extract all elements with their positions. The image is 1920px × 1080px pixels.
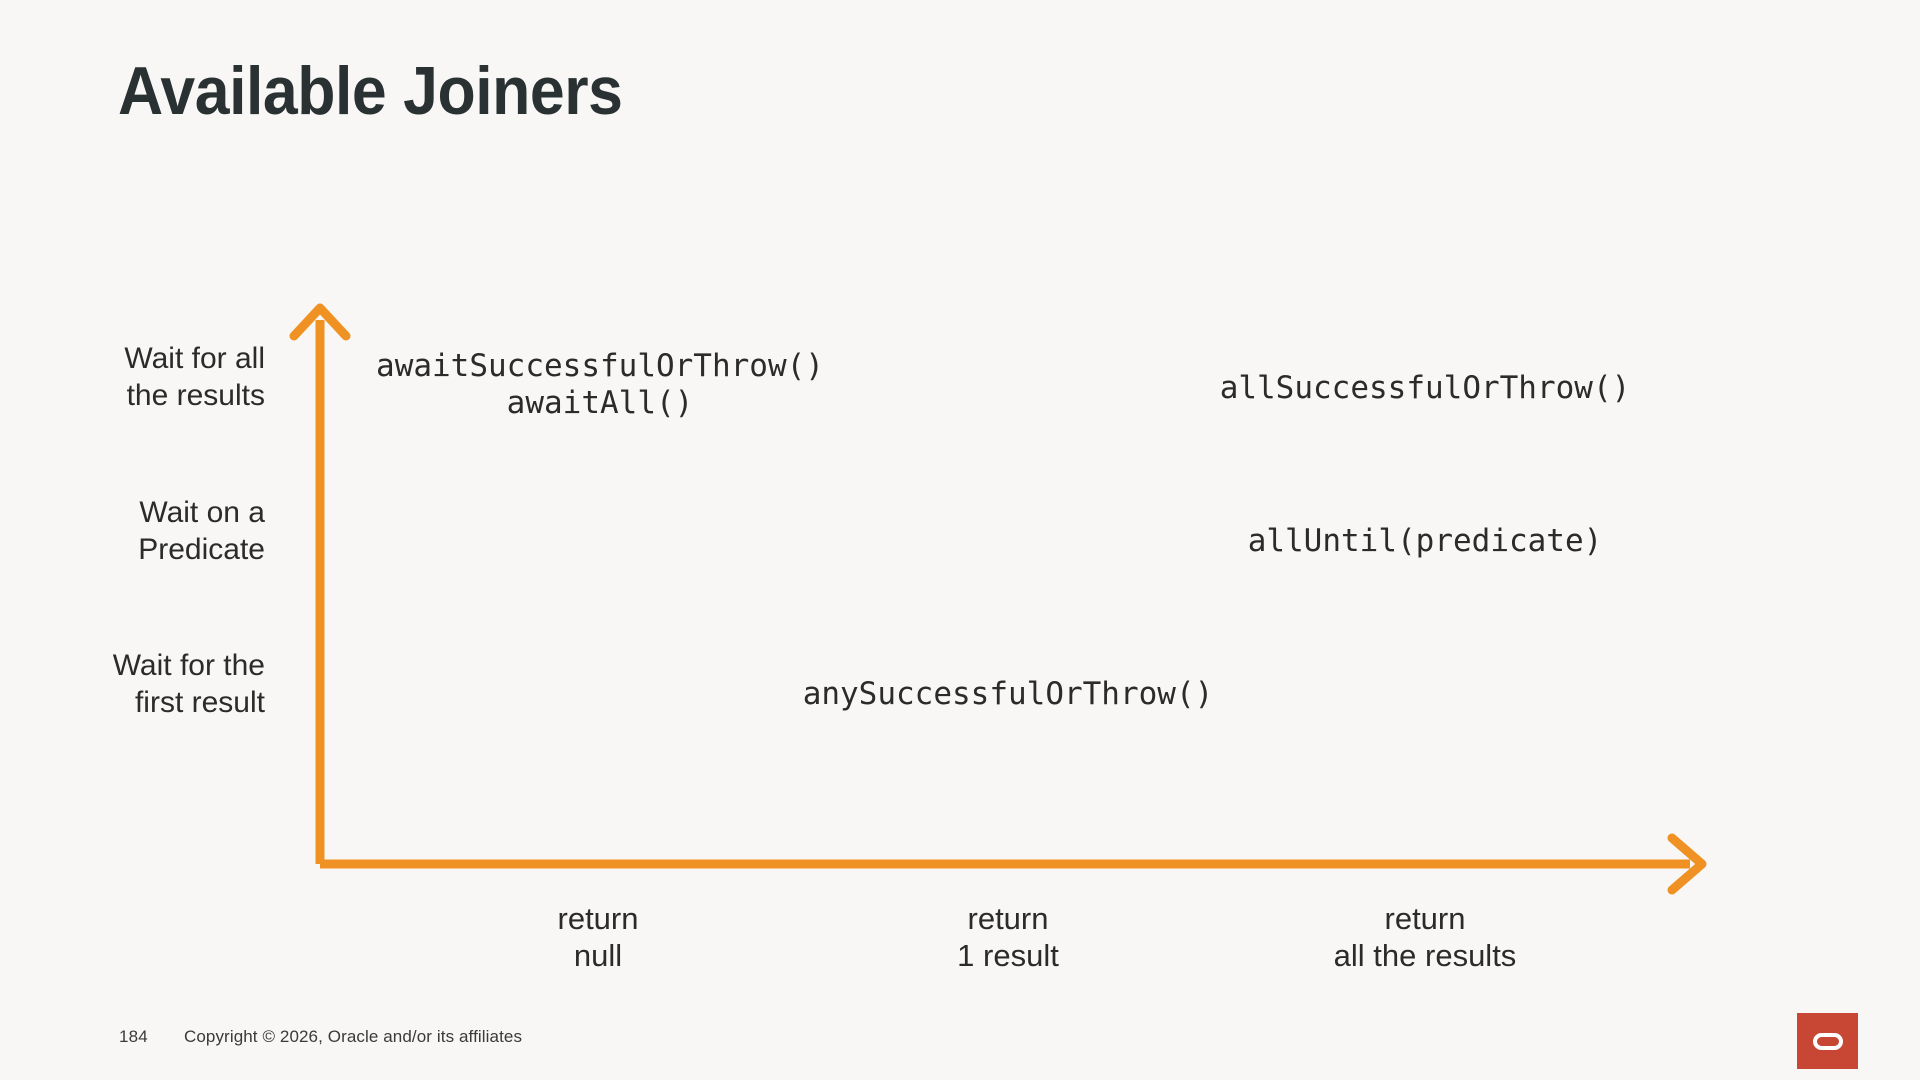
copyright-text: Copyright © 2026, Oracle and/or its affi… [183,1027,523,1046]
x-axis-category-return-null: return null [557,901,639,974]
oracle-o-icon [1812,1032,1843,1050]
y-axis-arrow-icon [289,303,351,341]
y-axis-category-wait-for-all-results: Wait for all the results [124,342,265,412]
y-axis-category-wait-on-predicate: Wait on a Predicate [138,496,265,566]
chart-point-any-successful-or-throw: anySuccessfulOrThrow() [802,676,1214,712]
x-axis-arrow-icon [1667,833,1707,895]
footer: 184 Copyright © 2026, Oracle and/or its … [119,1027,522,1047]
chart-point-all-until-predicate: allUntil(predicate) [1247,523,1603,559]
slide-page-number: 184 [119,1027,148,1046]
x-axis-category-return-all-results: return all the results [1333,901,1517,974]
page-title: Available Joiners [118,53,623,129]
x-axis-category-return-1-result: return 1 result [957,901,1059,974]
chart-point-await-successful-or-throw: awaitSuccessfulOrThrow() awaitAll() [376,348,824,421]
chart-point-all-successful-or-throw: allSuccessfulOrThrow() [1219,370,1631,406]
oracle-logo [1797,1013,1858,1069]
y-axis-category-wait-for-first-result: Wait for the first result [112,649,265,719]
